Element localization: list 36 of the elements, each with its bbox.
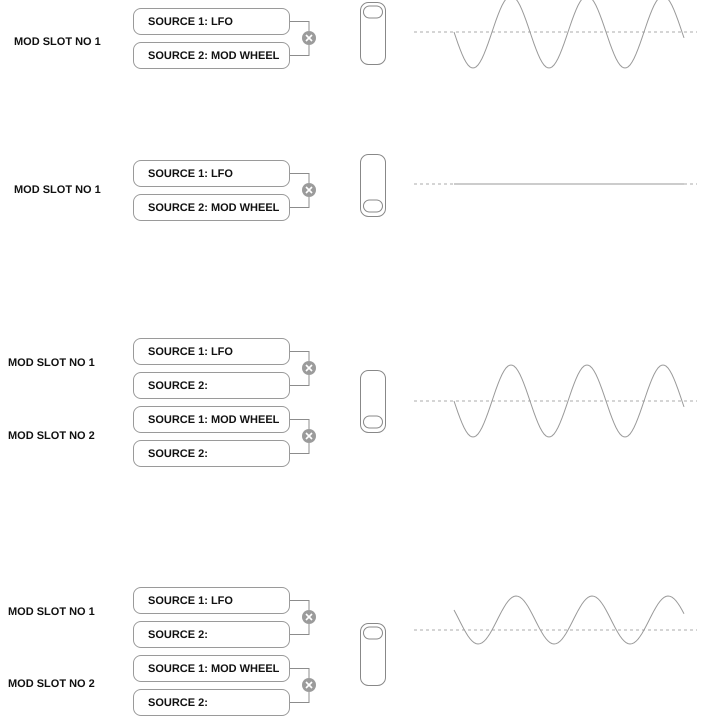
connector-line xyxy=(290,21,310,32)
connector-line xyxy=(290,44,310,56)
source-box: SOURCE 1: MOD WHEEL xyxy=(133,655,290,682)
slot-label: MOD SLOT NO 2 xyxy=(8,678,95,690)
multiply-icon xyxy=(302,429,316,443)
source-box: SOURCE 2: xyxy=(133,621,290,648)
multiply-icon xyxy=(302,31,316,45)
connector-line xyxy=(290,624,310,635)
source-box: SOURCE 1: LFO xyxy=(133,8,290,35)
slot-label: MOD SLOT NO 2 xyxy=(8,430,95,442)
connector-line xyxy=(290,351,310,362)
source-box: SOURCE 1: LFO xyxy=(133,160,290,187)
source-box: SOURCE 2: xyxy=(133,440,290,467)
connector-line xyxy=(290,374,310,386)
source-box: SOURCE 2: xyxy=(133,689,290,716)
multiply-icon xyxy=(302,678,316,692)
slot-label: MOD SLOT NO 1 xyxy=(8,606,95,618)
connector-line xyxy=(290,692,310,703)
slot-label: MOD SLOT NO 1 xyxy=(14,36,101,48)
slot-label: MOD SLOT NO 1 xyxy=(8,357,95,369)
connector-line xyxy=(290,419,310,430)
connector-line xyxy=(290,173,310,184)
source-box: SOURCE 1: MOD WHEEL xyxy=(133,406,290,433)
source-box: SOURCE 1: LFO xyxy=(133,587,290,614)
source-box: SOURCE 2: xyxy=(133,372,290,399)
source-box: SOURCE 1: LFO xyxy=(133,338,290,365)
connector-line xyxy=(290,600,310,610)
multiply-icon xyxy=(302,183,316,197)
connector-line xyxy=(290,668,310,678)
connector-line xyxy=(290,442,310,454)
multiply-icon xyxy=(302,610,316,624)
slot-label: MOD SLOT NO 1 xyxy=(14,184,101,196)
source-box: SOURCE 2: MOD WHEEL xyxy=(133,194,290,221)
multiply-icon xyxy=(302,361,316,375)
connector-line xyxy=(290,196,310,208)
source-box: SOURCE 2: MOD WHEEL xyxy=(133,42,290,69)
